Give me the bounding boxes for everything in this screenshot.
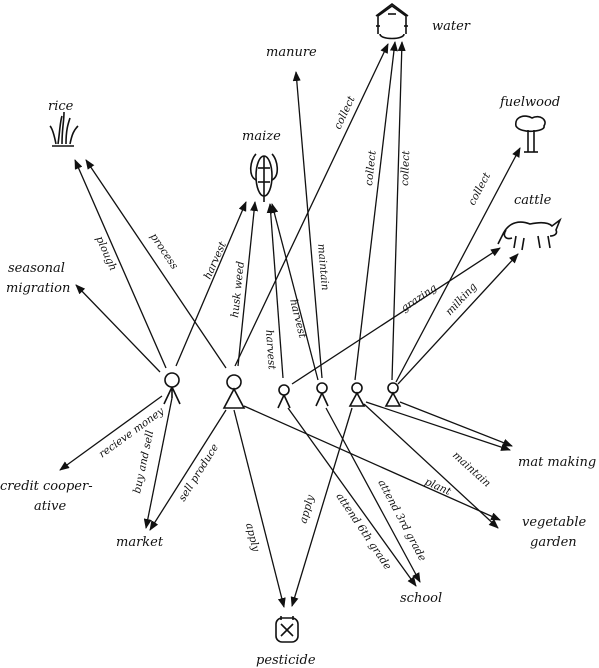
edges <box>59 41 521 608</box>
edge-apply-b <box>290 407 353 607</box>
edge-attend-3rd <box>325 407 421 583</box>
node-water: water <box>432 19 471 34</box>
edge-collect-c <box>391 41 406 381</box>
edge-label-collect-a: collect <box>332 94 358 132</box>
node-market: market <box>116 535 164 550</box>
cattle-icon <box>497 217 562 251</box>
edge-harvest-b <box>266 203 284 379</box>
node-manure: manure <box>266 45 317 60</box>
edge-husk-weed <box>237 201 259 367</box>
node-mat-making: mat making <box>518 455 596 470</box>
edge-label-sell-produce: sell produce <box>176 442 221 504</box>
edge-harvest-a <box>175 201 247 367</box>
node-vegetable-2: garden <box>530 535 577 550</box>
node-credit-1: credit cooper- <box>0 479 93 494</box>
node-school: school <box>400 591 442 606</box>
node-seasonal-migration-1: seasonal <box>8 261 65 276</box>
edge-maintain-a <box>292 71 323 379</box>
edge-buy-and-sell <box>143 397 173 529</box>
edge-collect-d <box>395 147 521 383</box>
edge-label-grazing: grazing <box>399 282 439 315</box>
edge-process <box>85 159 227 369</box>
edge-label-apply-a: apply <box>243 522 262 554</box>
edge-label-process: process <box>148 231 181 272</box>
edge-attend-6th <box>287 407 417 587</box>
boy-figure-icon-2 <box>315 382 329 407</box>
edge-mat-making <box>399 401 513 447</box>
edge-label-harvest-b: harvest <box>263 329 278 370</box>
edge-label-collect-b: collect <box>363 149 379 186</box>
edge-apply-a <box>233 409 286 608</box>
edge-label-apply-b: apply <box>297 493 317 525</box>
girl-figure-icon-2 <box>384 382 402 407</box>
woman-figure-icon <box>222 374 246 409</box>
edge-label-husk-weed: husk weed <box>229 260 247 318</box>
node-credit-2: ative <box>34 499 66 514</box>
edge-label-milking: milking <box>443 280 479 318</box>
edge-label-maintain-b: maintain <box>450 449 493 489</box>
node-maize: maize <box>242 129 281 144</box>
node-vegetable-1: vegetable <box>522 515 587 530</box>
edge-label-recieve-money: recieve money <box>97 405 167 461</box>
node-rice: rice <box>48 99 74 114</box>
edge-plough <box>74 159 167 369</box>
boy-figure-icon <box>277 384 291 409</box>
edge-label-harvest-c: harvest <box>287 298 308 340</box>
edge-recieve-money <box>59 395 163 471</box>
water-icon <box>375 3 409 40</box>
edge-milking <box>397 253 519 385</box>
node-cattle: cattle <box>514 193 552 208</box>
node-fuelwood: fuelwood <box>499 95 560 110</box>
node-seasonal-migration-2: migration <box>6 281 70 296</box>
fuelwood-icon <box>515 115 546 153</box>
node-labels: water manure fuelwood rice maize cattle … <box>0 19 596 668</box>
edge-sell-produce <box>149 409 227 531</box>
edge-label-harvest-a: harvest <box>202 239 229 281</box>
maize-icon <box>249 153 279 202</box>
man-figure-icon <box>163 372 181 405</box>
edge-plant <box>243 405 501 521</box>
pesticide-icon <box>275 616 299 643</box>
edge-collect-b <box>354 41 398 381</box>
edge-label-plant: plant <box>423 476 454 498</box>
edge-seasonal-migration <box>75 284 161 373</box>
edge-label-maintain-a: maintain <box>315 243 331 291</box>
girl-figure-icon <box>348 382 366 407</box>
edge-mat-making-b <box>365 401 511 451</box>
rice-icon <box>49 111 79 147</box>
edge-maintain-b <box>363 403 499 529</box>
edge-label-collect-d: collect <box>466 170 494 207</box>
edge-label-collect-c: collect <box>399 150 412 186</box>
edge-harvest-c <box>270 203 319 381</box>
edge-collect-a <box>234 43 389 367</box>
edge-label-buy-and-sell: buy and sell <box>131 429 156 494</box>
node-pesticide: pesticide <box>256 653 316 668</box>
edge-grazing <box>291 247 501 385</box>
edge-label-attend-6th: attend 6th grade <box>334 491 394 572</box>
edge-labels: process plough harvest husk weed harvest… <box>93 94 493 572</box>
